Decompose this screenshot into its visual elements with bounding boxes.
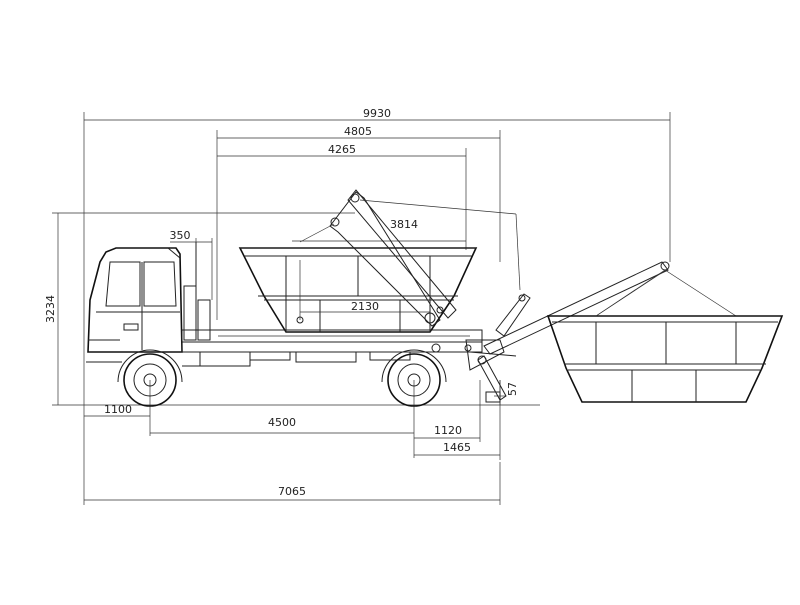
dim-label-stabilizer-height: 57 bbox=[506, 382, 519, 396]
rear-wheel bbox=[381, 349, 447, 407]
dim-label-wheelbase: 4500 bbox=[268, 416, 296, 429]
dim-label-cab-gap: 350 bbox=[170, 229, 191, 242]
cab-rear-equipment bbox=[183, 242, 211, 341]
dim-label-front-overhang: 1100 bbox=[104, 403, 132, 416]
dimension-front-overhang: 1100 bbox=[84, 380, 151, 436]
lifting-arm-extended bbox=[483, 261, 737, 355]
rear-stabilizer bbox=[464, 339, 517, 403]
dimension-overall-length: 9930 bbox=[83, 107, 671, 505]
skip-container-lifted bbox=[546, 269, 784, 403]
dim-label-rear-axle-to-frame-end: 1120 bbox=[434, 424, 462, 437]
dimension-overall-height: 3234 bbox=[44, 212, 540, 406]
dimension-rear-axle-to-frame-end: 1120 bbox=[414, 380, 481, 442]
dimension-container-width: 4265 bbox=[217, 143, 467, 250]
dimension-frame-length: 7065 bbox=[84, 462, 501, 505]
dim-label-rear-axle-to-stabilizer: 1465 bbox=[443, 441, 471, 454]
dim-label-frame-length: 7065 bbox=[278, 485, 306, 498]
front-wheel bbox=[117, 349, 183, 407]
dim-label-arm-length: 3814 bbox=[390, 218, 418, 231]
dimension-wheelbase: 4500 bbox=[150, 380, 415, 458]
dim-label-container-height: 2130 bbox=[351, 300, 379, 313]
dim-label-container-width: 4265 bbox=[328, 143, 356, 156]
skip-container-loaded bbox=[238, 240, 478, 333]
dim-label-overall-height: 3234 bbox=[44, 295, 57, 323]
lifting-arm-stowed bbox=[299, 189, 521, 353]
truck-cab bbox=[86, 247, 183, 363]
dim-label-arm-reach: 4805 bbox=[344, 125, 372, 138]
dimension-cab-gap: 350 bbox=[170, 229, 213, 300]
dim-label-overall-length: 9930 bbox=[363, 107, 391, 120]
truck-chassis bbox=[181, 329, 483, 367]
dimension-arm-reach: 4805 bbox=[216, 125, 501, 320]
